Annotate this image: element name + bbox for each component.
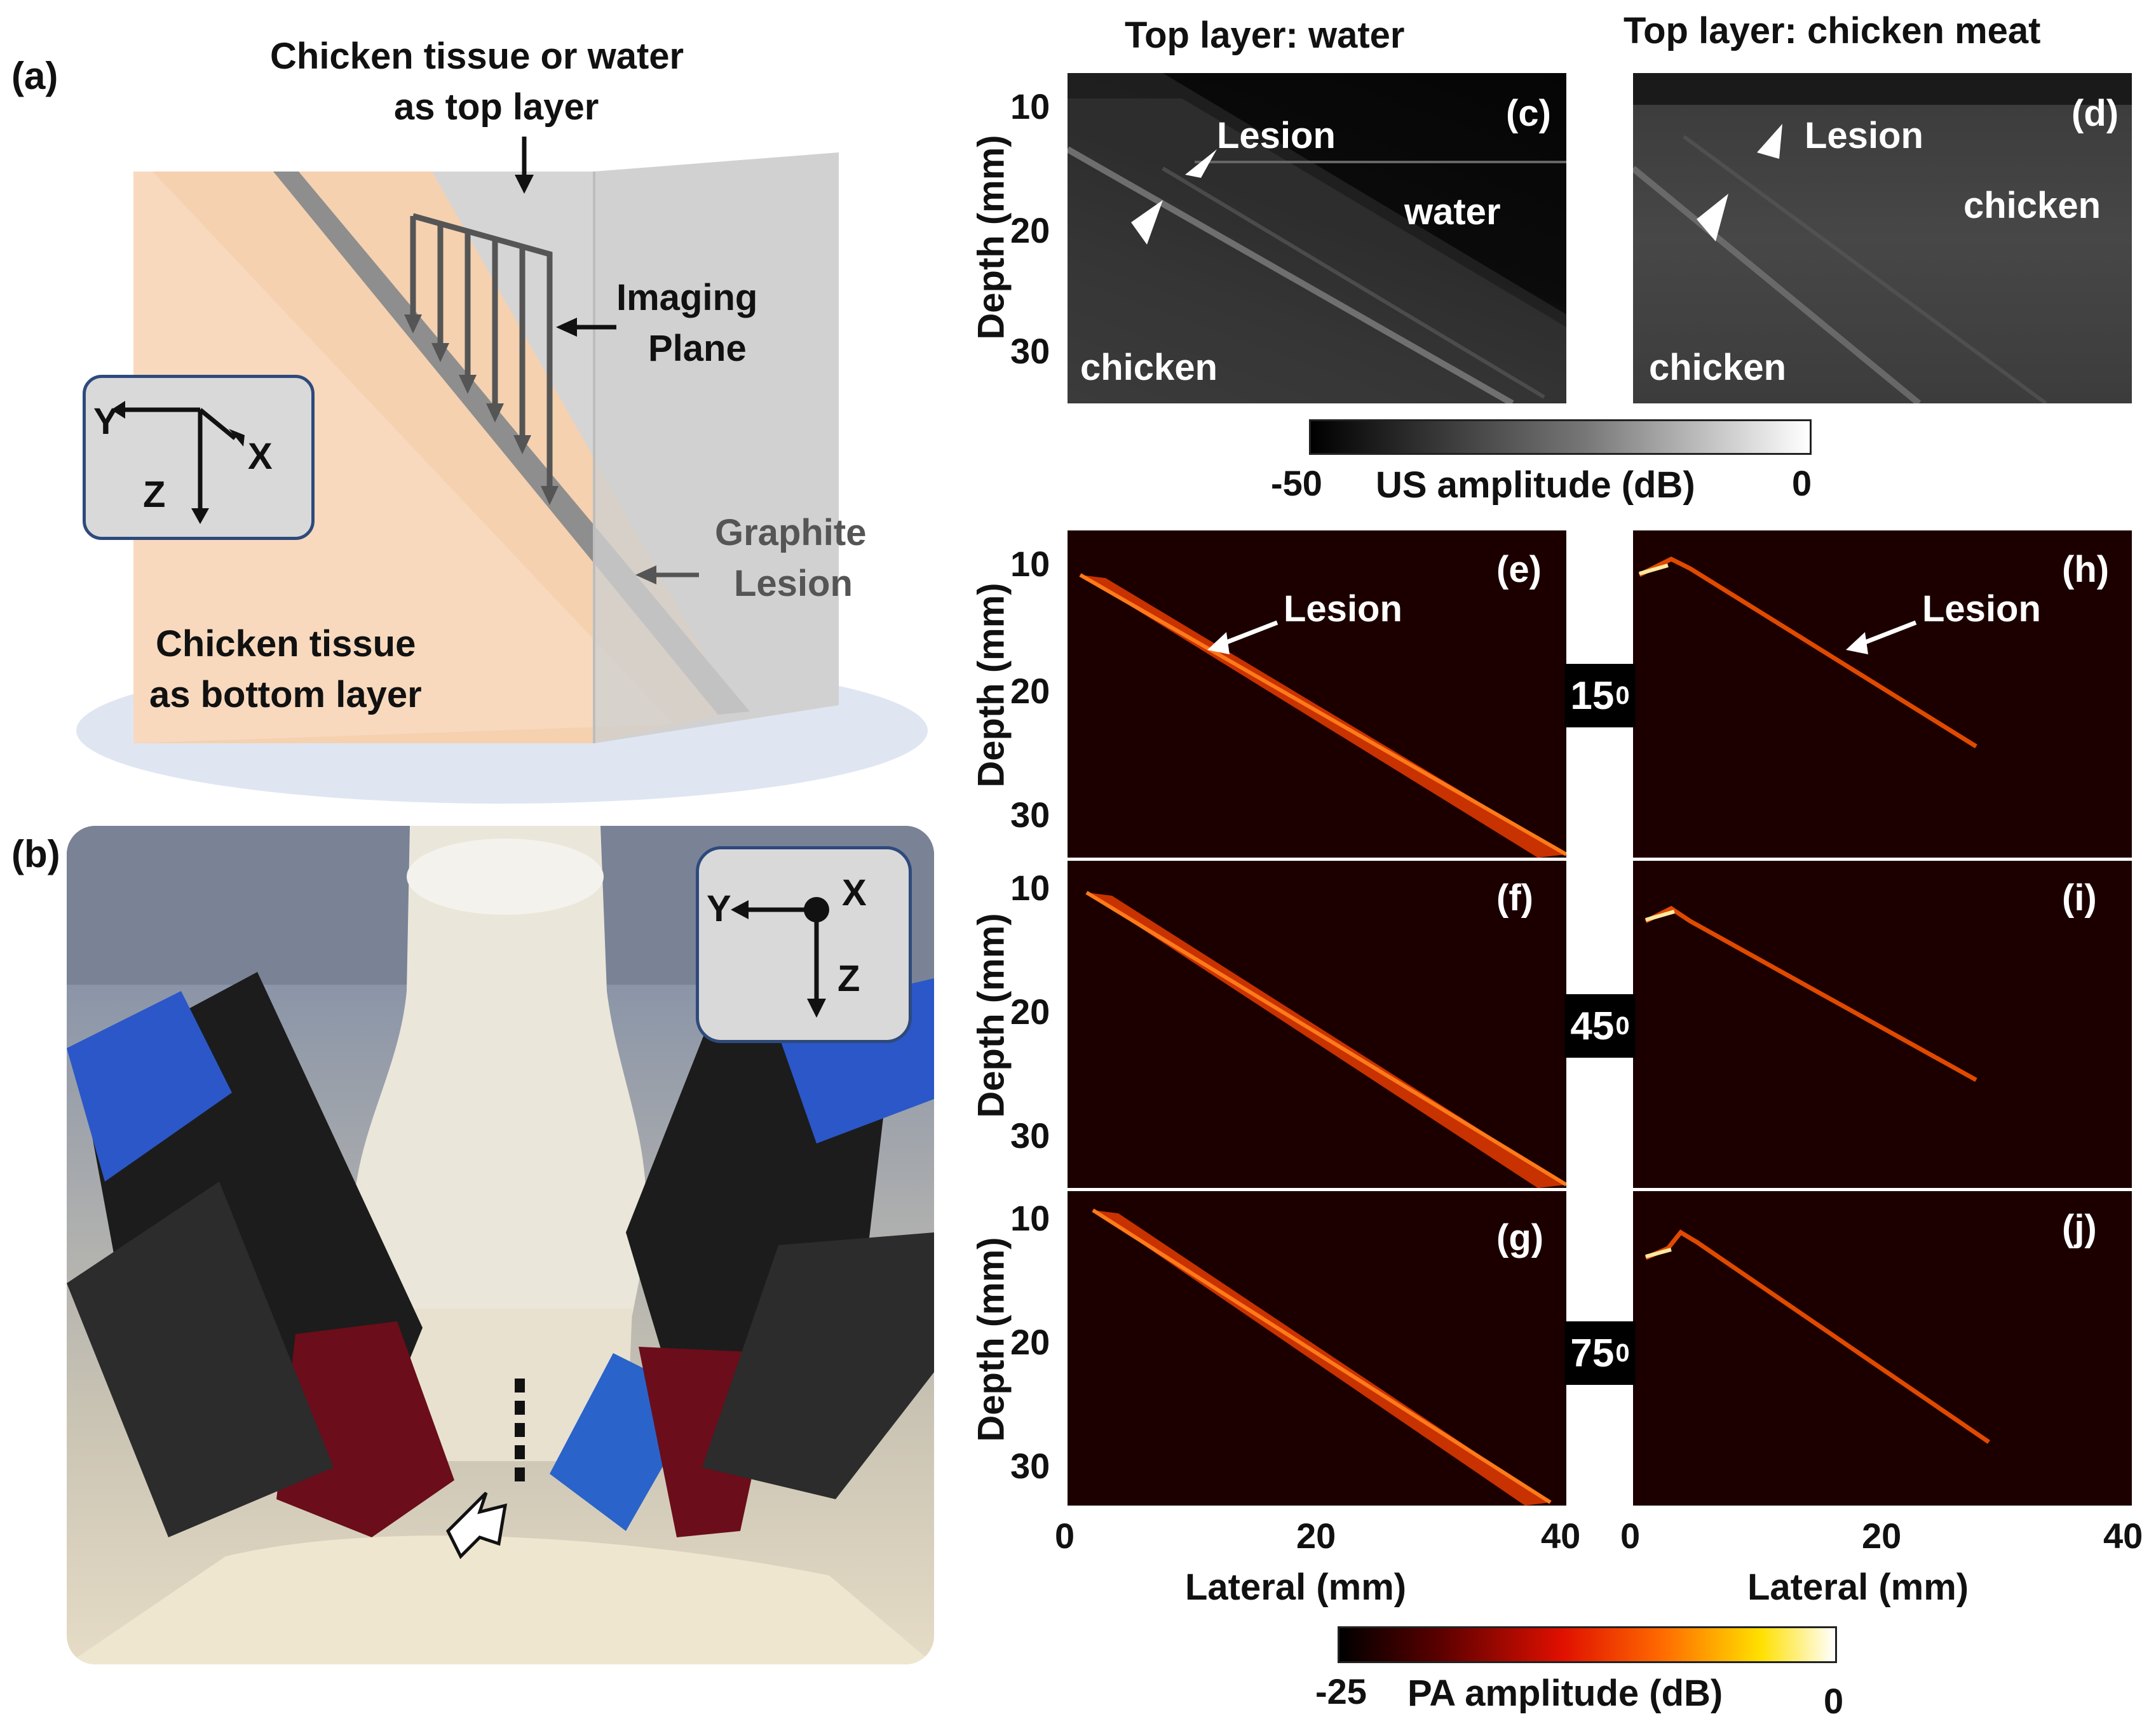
lesion-pointer-arrow [445, 1492, 508, 1560]
pa-r1-ytick-10: 10 [1010, 544, 1050, 584]
us-image-c: Lesion water chicken (c) [1068, 73, 1566, 403]
pa-image-f: (f) [1068, 861, 1566, 1188]
pa-right-xtick-40: 40 [2103, 1516, 2143, 1556]
imaging-plane-label-line1: Imaging [616, 277, 758, 318]
us-d-chicken-bottom-label: chicken [1649, 347, 1786, 388]
pa-r2-ytick-20: 20 [1010, 992, 1050, 1032]
axis-x-label-a: X [248, 436, 273, 477]
graphite-label-line1: Graphite [715, 512, 867, 553]
pa-right-xlabel: Lateral (mm) [1747, 1567, 1969, 1608]
top-layer-arrow [515, 175, 534, 194]
phantom-diagram [76, 137, 928, 804]
pa-r3-ytick-10: 10 [1010, 1198, 1050, 1238]
panel-label-g: (g) [1496, 1217, 1544, 1258]
pa-left-xtick-0: 0 [1055, 1516, 1075, 1556]
pa-r3-ytick-20: 20 [1010, 1322, 1050, 1362]
pa-e-lesion-label: Lesion [1284, 588, 1402, 630]
pa-colorbar [1338, 1626, 1837, 1663]
us-c-lesion-label: Lesion [1217, 115, 1336, 156]
us-image-d: Lesion chicken chicken (d) [1633, 73, 2132, 403]
us-ytick-30: 30 [1010, 331, 1050, 371]
us-c-chicken-label: chicken [1080, 347, 1217, 388]
pa-image-j: (j) [1633, 1191, 2132, 1506]
us-c-water-label: water [1404, 191, 1501, 233]
panel-label-c: (c) [1506, 93, 1551, 134]
panel-label-b: (b) [11, 833, 60, 875]
bottom-layer-label-line1: Chicken tissue [156, 623, 416, 664]
panel-label-i: (i) [2062, 877, 2097, 919]
title-top-layer-chicken: Top layer: chicken meat [1624, 10, 2041, 51]
pa-r1-ytick-30: 30 [1010, 795, 1050, 835]
pa-colorbar-max: 0 [1824, 1681, 1844, 1721]
panel-label-h: (h) [2062, 549, 2110, 590]
pa-colorbar-label: PA amplitude (dB) [1407, 1673, 1723, 1714]
panel-label-f: (f) [1496, 877, 1533, 919]
axis-x-label-b: X [842, 872, 867, 914]
us-d-chicken-top-label: chicken [1963, 185, 2101, 226]
us-colorbar-max: 0 [1792, 463, 1812, 503]
pa-ylabel-row1: Depth (mm) [970, 583, 1012, 788]
pa-right-xtick-0: 0 [1620, 1516, 1641, 1556]
pa-left-xtick-20: 20 [1296, 1516, 1336, 1556]
pa-ylabel-row3: Depth (mm) [970, 1237, 1012, 1442]
us-colorbar-label: US amplitude (dB) [1376, 464, 1695, 506]
panel-label-d: (d) [2071, 93, 2119, 134]
top-layer-label-line1: Chicken tissue or water [270, 36, 684, 77]
axes-inset-b: Y X Z [696, 846, 912, 1043]
us-ylabel: Depth (mm) [970, 135, 1012, 340]
bottom-tissue [133, 172, 674, 743]
pa-image-g: (g) [1068, 1191, 1566, 1506]
pa-h-lesion-label: Lesion [1922, 588, 2041, 630]
pa-separator-2 [1068, 1188, 2132, 1190]
experiment-photo: Y X Z [67, 826, 934, 1664]
axis-y-label-a: Y [93, 401, 118, 442]
panel-label-a: (a) [11, 55, 58, 97]
pa-image-h: Lesion (h) [1633, 530, 2132, 858]
axis-z-label-b: Z [837, 958, 860, 999]
axis-z-label-a: Z [143, 474, 166, 515]
us-ytick-20: 20 [1010, 210, 1050, 250]
pa-image-e: Lesion (e) [1068, 530, 1566, 858]
axes-inset-a: Y X Z [83, 375, 315, 540]
pa-right-xtick-20: 20 [1862, 1516, 1902, 1556]
pa-r1-ytick-20: 20 [1010, 671, 1050, 711]
pa-ylabel-row2: Depth (mm) [970, 913, 1012, 1118]
water-layer-side [594, 152, 839, 743]
panel-label-j: (j) [2062, 1208, 2097, 1249]
pa-left-xlabel: Lateral (mm) [1185, 1567, 1407, 1608]
us-colorbar [1309, 419, 1812, 455]
us-ytick-10: 10 [1010, 86, 1050, 126]
bottom-layer-label-line2: as bottom layer [149, 674, 422, 715]
pa-colorbar-min: -25 [1315, 1671, 1367, 1711]
imaging-plane-label-line2: Plane [648, 328, 747, 369]
us-d-lesion-label: Lesion [1805, 115, 1923, 156]
title-top-layer-water: Top layer: water [1125, 15, 1405, 56]
imaging-plane [410, 213, 553, 489]
top-layer-label-line2: as top layer [394, 86, 599, 128]
pa-separator-1 [1068, 858, 2132, 860]
panel-label-e: (e) [1496, 549, 1542, 590]
axis-y-label-b: Y [707, 888, 731, 929]
us-colorbar-min: -50 [1271, 463, 1322, 503]
pa-r3-ytick-30: 30 [1010, 1446, 1050, 1486]
pa-r2-ytick-30: 30 [1010, 1116, 1050, 1156]
pa-r2-ytick-10: 10 [1010, 868, 1050, 908]
pa-image-i: (i) [1633, 861, 2132, 1188]
graphite-label-line2: Lesion [734, 563, 853, 604]
pa-left-xtick-40: 40 [1541, 1516, 1581, 1556]
